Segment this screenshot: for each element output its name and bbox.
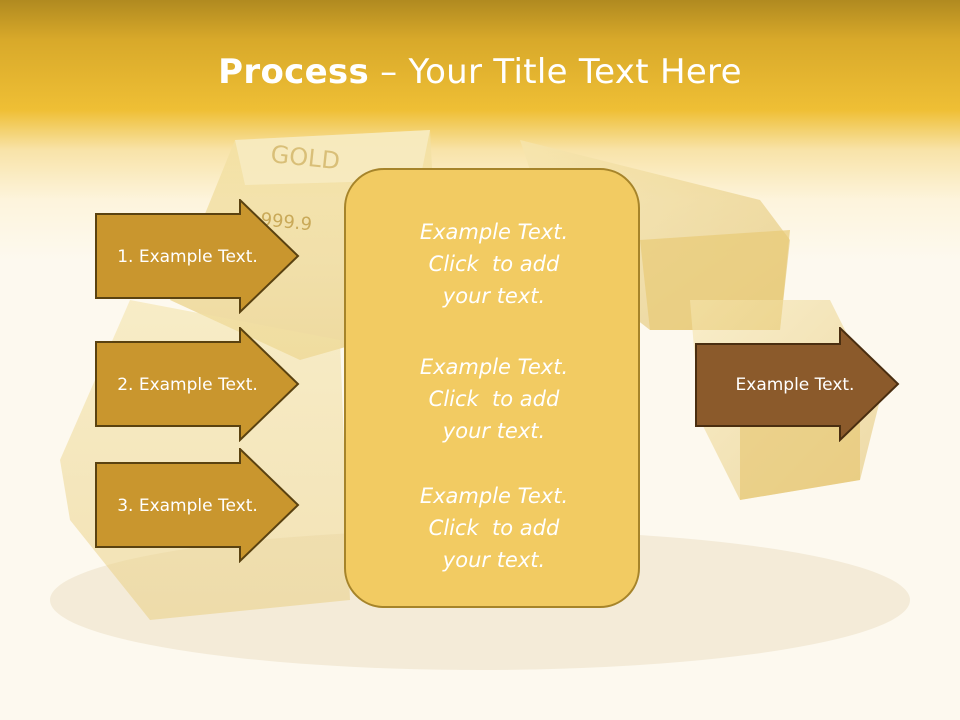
arrow-1-shape <box>95 199 300 314</box>
center-item-3-line-1: Example Text. <box>419 484 569 508</box>
center-item-3-line-2: Click to add <box>428 516 560 540</box>
arrow-2-label: 2. Example Text. <box>117 374 258 395</box>
center-item-1-line-1: Example Text. <box>419 220 569 244</box>
center-item-3: Example Text. Click to add your text. <box>346 480 642 576</box>
center-item-2-line-2: Click to add <box>428 387 560 411</box>
arrow-3-label: 3. Example Text. <box>117 495 258 516</box>
slide-title[interactable]: Process – Your Title Text Here <box>0 52 960 92</box>
center-item-2: Example Text. Click to add your text. <box>346 351 642 447</box>
title-rest: – Your Title Text Here <box>369 52 742 92</box>
result-arrow-label: Example Text. <box>735 374 855 395</box>
center-item-2-line-1: Example Text. <box>419 355 569 379</box>
center-item-2-line-3: your text. <box>442 419 546 443</box>
result-arrow[interactable]: Example Text. <box>695 327 900 442</box>
process-arrow-2[interactable]: 2. Example Text. <box>95 327 300 442</box>
process-arrow-3[interactable]: 3. Example Text. <box>95 448 300 563</box>
center-item-1-line-3: your text. <box>442 284 546 308</box>
center-text-box[interactable]: Example Text. Click to add your text. Ex… <box>344 168 640 608</box>
title-bold: Process <box>218 52 370 92</box>
result-arrow-shape <box>695 327 900 442</box>
center-item-1-line-2: Click to add <box>428 252 560 276</box>
center-item-3-line-3: your text. <box>442 548 546 572</box>
center-item-1: Example Text. Click to add your text. <box>346 216 642 312</box>
arrow-3-shape <box>95 448 300 563</box>
arrow-1-label: 1. Example Text. <box>117 246 258 267</box>
process-arrow-1[interactable]: 1. Example Text. <box>95 199 300 314</box>
arrow-2-shape <box>95 327 300 442</box>
